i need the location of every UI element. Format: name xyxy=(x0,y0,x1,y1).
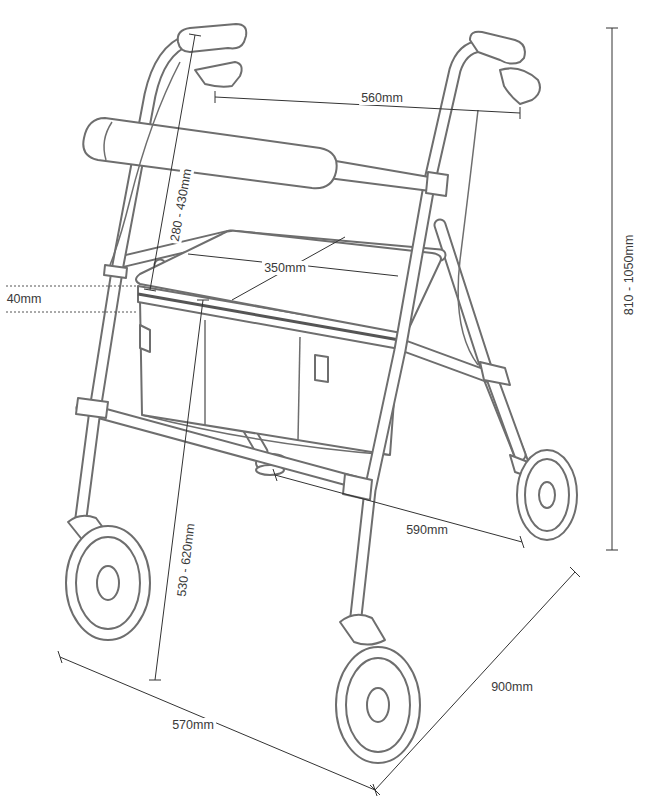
dimension-label: 570mm xyxy=(170,718,216,732)
rear-wheel-part xyxy=(517,450,577,540)
front-wheel-part xyxy=(336,647,420,763)
dimension-lines-part xyxy=(144,34,201,291)
storage-bag-part xyxy=(140,325,150,352)
frame xyxy=(76,40,510,625)
dimension-label: 810 - 1050mm xyxy=(622,233,636,318)
cross-bar xyxy=(82,408,355,482)
frame-part xyxy=(80,40,188,525)
cross-bar-part xyxy=(82,408,355,482)
frame-part xyxy=(343,474,372,500)
rear-frame-part xyxy=(402,345,520,455)
dimension-lines-part xyxy=(188,237,398,300)
dimension-lines-part xyxy=(606,28,618,550)
front-wheel-part xyxy=(340,615,385,645)
storage-bag-part xyxy=(298,337,300,440)
dimension-label: 530 - 620mm xyxy=(174,521,197,600)
backrest-part xyxy=(328,160,438,192)
seat-part xyxy=(136,231,441,333)
dimension-label: 350mm xyxy=(262,261,308,275)
backrest xyxy=(83,118,448,196)
backrest-part xyxy=(83,118,336,188)
dimension-lines-part xyxy=(215,91,520,119)
handles-part xyxy=(458,110,478,365)
front-wheel xyxy=(66,516,420,763)
storage-bag-part xyxy=(315,355,328,382)
front-wheel-part xyxy=(66,526,150,640)
dimension-label: 40mm xyxy=(5,292,44,306)
frame-part xyxy=(104,265,127,278)
front-wheel-part xyxy=(97,566,119,600)
front-wheel-part xyxy=(346,658,410,752)
dimension-lines xyxy=(6,28,618,796)
storage-bag-part xyxy=(204,320,206,425)
handles-part xyxy=(500,68,540,104)
dimension-label: 900mm xyxy=(489,680,535,694)
cross-bar-part xyxy=(82,408,355,482)
handles-part xyxy=(195,62,242,87)
frame-part xyxy=(355,46,480,625)
handles xyxy=(110,24,540,365)
dimension-lines-part xyxy=(370,567,580,795)
backrest-part xyxy=(426,172,448,196)
dimension-label: 590mm xyxy=(404,523,450,537)
rear-frame-part xyxy=(402,345,520,455)
front-wheel-part xyxy=(367,688,389,722)
frame-part xyxy=(355,46,480,625)
seat xyxy=(136,231,441,350)
handles-part xyxy=(178,24,247,52)
rear-wheel xyxy=(510,450,577,540)
dimension-label: 560mm xyxy=(359,91,405,105)
frame-part xyxy=(480,362,510,385)
front-wheel-part xyxy=(76,537,140,629)
rear-wheel-part xyxy=(539,482,555,508)
rear-wheel-part xyxy=(525,459,569,531)
dimension-label: 280 - 430mm xyxy=(167,166,194,245)
dimension-lines-part xyxy=(58,651,377,796)
frame-part xyxy=(80,40,188,525)
frame-part xyxy=(76,398,108,418)
handles-part xyxy=(470,32,525,64)
dimension-lines-part xyxy=(149,300,209,680)
backrest-part xyxy=(104,122,112,160)
dimension-lines-part xyxy=(273,469,524,548)
